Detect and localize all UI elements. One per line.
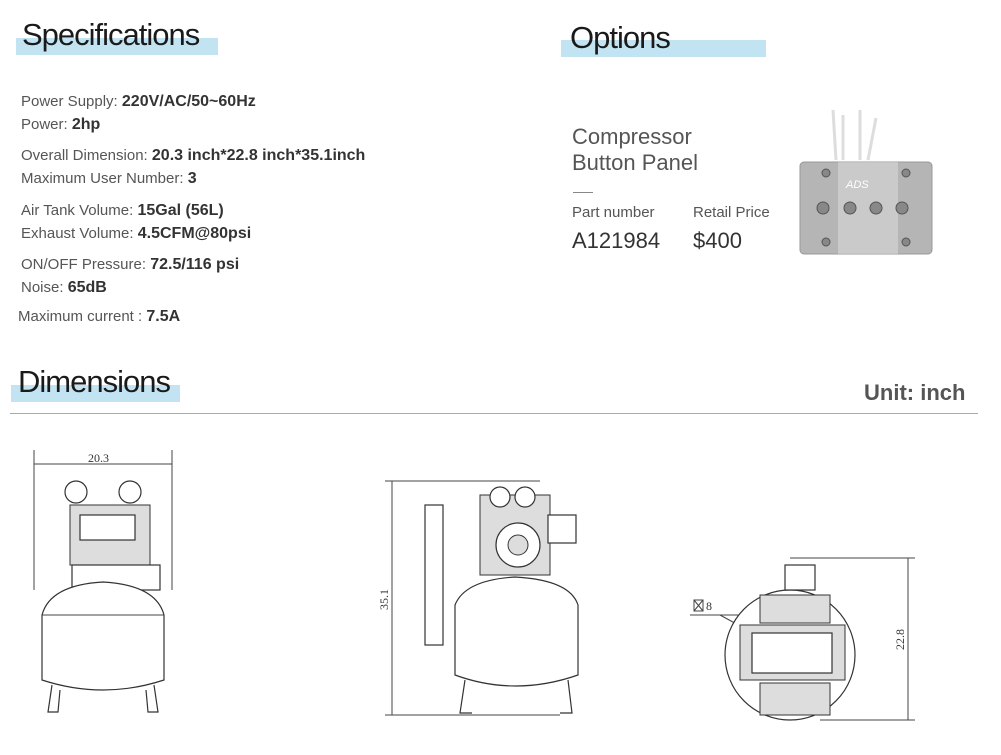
retail-price-label: Retail Price (693, 204, 770, 221)
spec-label: Power: (21, 116, 68, 133)
spec-label: ON/OFF Pressure: (21, 256, 147, 273)
heading-highlight (561, 40, 766, 57)
spec-item: Maximum current : 7.5A (18, 308, 180, 326)
option-name-line1: Compressor (572, 124, 692, 149)
options-heading: Options (570, 20, 671, 55)
pipe-dimension: 8 (706, 599, 712, 613)
spec-value: 220V/AC/50~60Hz (121, 93, 256, 110)
divider (573, 192, 593, 193)
unit-label: Unit: inch (864, 380, 966, 405)
specifications-heading: Specifications (22, 17, 200, 52)
svg-text:ADS: ADS (845, 179, 869, 191)
spec-item: Air Tank Volume: 15Gal (56L) (21, 202, 224, 220)
spec-value: 3 (187, 170, 197, 187)
heading-highlight (11, 385, 180, 402)
section-divider (10, 413, 978, 414)
height-dimension: 35.1 (377, 589, 391, 610)
spec-item: Maximum User Number: 3 (21, 170, 197, 188)
spec-value: 15Gal (56L) (137, 202, 224, 219)
spec-item: Noise: 65dB (21, 279, 107, 297)
depth-dimension: 22.8 (893, 629, 907, 650)
part-number-value: A121984 (572, 228, 661, 253)
side-view-drawing: 35.1 (377, 480, 579, 716)
spec-label: Air Tank Volume: (21, 202, 134, 219)
spec-label: Maximum User Number: (21, 170, 184, 187)
dimensions-heading: Dimensions (18, 364, 171, 399)
button-panel-image: ADS (799, 109, 933, 255)
front-view-drawing: 20.3 (33, 450, 173, 713)
spec-value: 72.5/116 psi (150, 256, 240, 273)
spec-item: Overall Dimension: 20.3 inch*22.8 inch*3… (21, 147, 365, 165)
spec-label: Power Supply: (21, 93, 118, 110)
spec-item: Exhaust Volume: 4.5CFM@80psi (21, 225, 251, 243)
option-name-line2: Button Panel (572, 150, 698, 175)
heading-highlight (16, 38, 218, 55)
width-dimension: 20.3 (88, 451, 109, 465)
spec-value: 7.5A (146, 308, 181, 325)
spec-item: ON/OFF Pressure: 72.5/116 psi (21, 256, 239, 274)
spec-label: Noise: (21, 279, 64, 296)
retail-price-value: $400 (693, 228, 742, 253)
spec-label: Exhaust Volume: (21, 225, 134, 242)
spec-value: 4.5CFM@80psi (137, 225, 252, 242)
spec-value: 20.3 inch*22.8 inch*35.1inch (151, 147, 366, 164)
spec-value: 2hp (71, 116, 101, 133)
spec-value: 65dB (67, 279, 107, 296)
part-number-label: Part number (572, 204, 655, 221)
spec-item: Power: 2hp (21, 116, 100, 134)
spec-item: Power Supply: 220V/AC/50~60Hz (21, 93, 256, 111)
top-view-drawing: 22.8 8 (690, 557, 915, 721)
spec-label: Overall Dimension: (21, 147, 148, 164)
spec-label: Maximum current : (18, 308, 143, 325)
